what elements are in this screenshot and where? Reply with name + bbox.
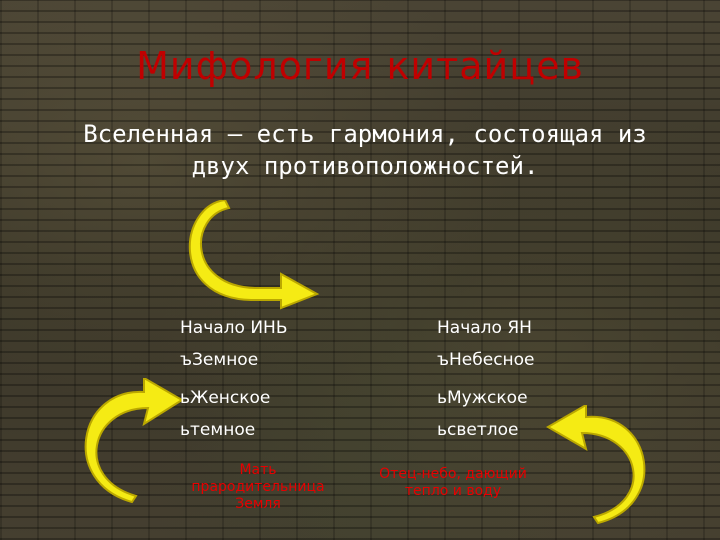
- curved-arrow-left-icon: [84, 378, 184, 504]
- yang-item-masculine: ьМужское: [437, 388, 528, 408]
- yang-item-light: ьсветлое: [437, 420, 519, 440]
- yang-heading: Начало ЯН: [437, 318, 532, 338]
- yin-item-dark: ьтемное: [180, 420, 256, 440]
- mother-earth-note: Мать прародительница Земля: [191, 462, 325, 512]
- yin-item-earthly: ъЗемное: [180, 350, 259, 370]
- yin-heading: Начало ИНЬ: [180, 318, 288, 338]
- curved-arrow-top-icon: [188, 200, 320, 310]
- slide-title: Мифология китайцев: [136, 44, 584, 88]
- father-sky-note: Отец-небо, дающий тепло и воду: [379, 466, 527, 499]
- yin-item-feminine: ьЖенское: [180, 388, 271, 408]
- yang-item-heavenly: ъНебесное: [437, 350, 535, 370]
- curved-arrow-right-icon: [546, 405, 646, 525]
- slide-subtitle: Вселенная – есть гармония, состоящая из …: [83, 120, 647, 180]
